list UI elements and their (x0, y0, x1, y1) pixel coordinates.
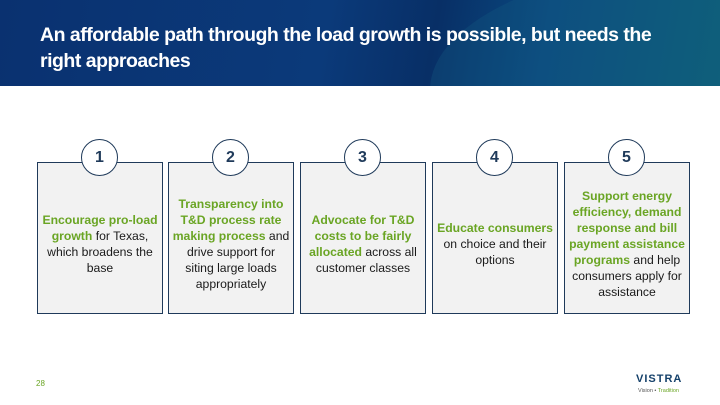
step-card-3: Advocate for T&D costs to be fairly allo… (300, 162, 426, 314)
step-card-4: Educate consumers on choice and their op… (432, 162, 558, 314)
step-text: Advocate for T&D costs to be fairly allo… (309, 213, 417, 275)
slide-title: An affordable path through the load grow… (40, 24, 652, 72)
step-text: Encourage pro-load growth for Texas, whi… (42, 213, 158, 275)
logo-tagline: Vision • Tradition (638, 388, 679, 394)
step-number-badge: 3 (344, 139, 381, 176)
step-text: Support energy efficiency, demand respon… (569, 189, 685, 299)
step-text: Educate consumers on choice and their op… (437, 221, 553, 267)
step-card-1: Encourage pro-load growth for Texas, whi… (37, 162, 163, 314)
header-banner: An affordable path through the load grow… (0, 0, 720, 86)
step-text: Transparency into T&D process rate makin… (172, 197, 290, 291)
step-number-badge: 4 (476, 139, 513, 176)
vistra-logo: VISTRA (636, 373, 683, 385)
step-number-badge: 1 (81, 139, 118, 176)
step-card-2: Transparency into T&D process rate makin… (168, 162, 294, 314)
step-number-badge: 5 (608, 139, 645, 176)
page-number: 28 (36, 379, 45, 388)
step-card-5: Support energy efficiency, demand respon… (564, 162, 690, 314)
step-number-badge: 2 (212, 139, 249, 176)
